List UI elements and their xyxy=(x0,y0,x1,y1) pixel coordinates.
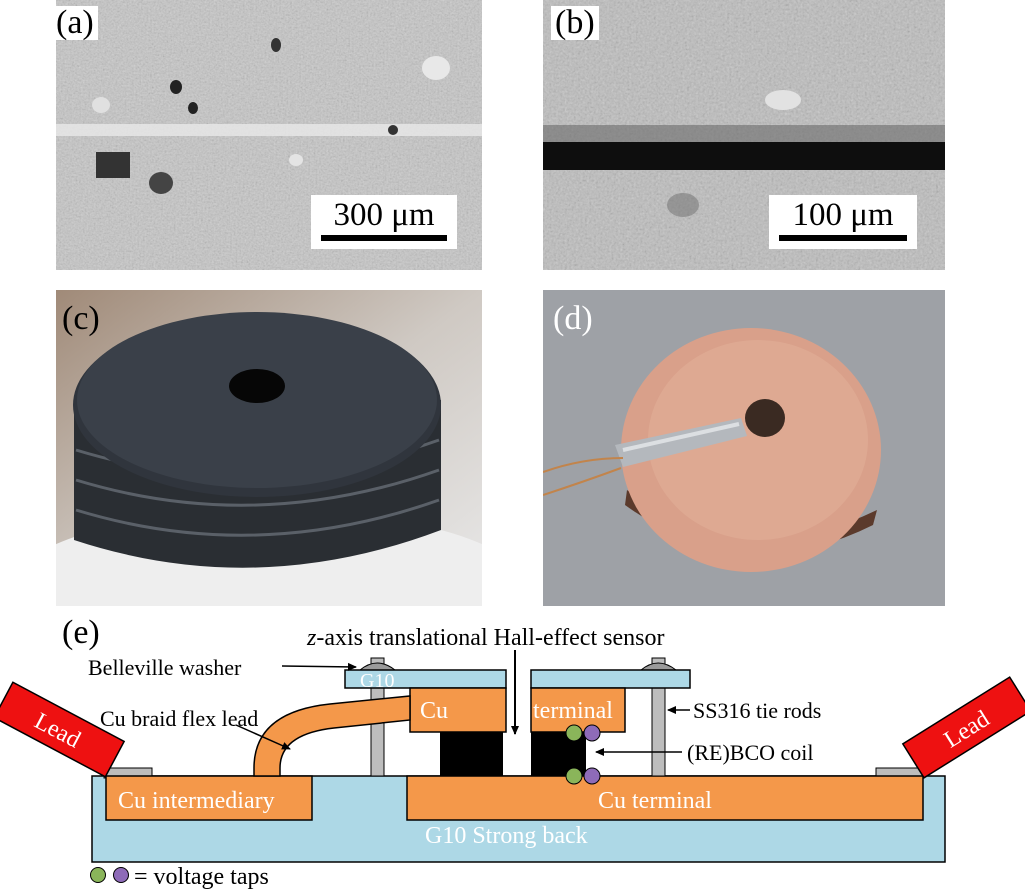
cu-braid-flex-lead xyxy=(253,695,411,777)
panel-label-b: (b) xyxy=(551,6,599,40)
sensor-label-rest: -axis translational Hall-effect sensor xyxy=(316,625,664,651)
disc-stack-photo xyxy=(56,290,482,606)
belleville-label: Belleville washer xyxy=(88,655,242,680)
belleville-arrow xyxy=(281,662,357,671)
cu-terminal-label: Cu terminal xyxy=(598,788,712,814)
legend-tap-green xyxy=(90,867,106,883)
panel-label-c: (c) xyxy=(62,300,100,337)
voltage-tap-purple-top xyxy=(583,724,601,742)
panel-a-micrograph: (a) 300 μm xyxy=(56,0,482,270)
cu-upper-right xyxy=(530,687,626,733)
panel-c-photo: (c) xyxy=(56,290,482,606)
panel-b-micrograph: (b) 100 μm xyxy=(543,0,945,270)
voltage-tap-purple-bottom xyxy=(583,767,601,785)
scale-bar-a: 300 μm xyxy=(311,195,457,249)
sensor-label-italic: z xyxy=(306,625,317,651)
coil-label: (RE)BCO coil xyxy=(687,740,814,765)
voltage-tap-green-top xyxy=(565,724,583,742)
sem-image-a xyxy=(56,0,482,270)
cu-upper-right-label: terminal xyxy=(533,698,613,724)
legend-label: = voltage taps xyxy=(134,864,269,890)
g10-top-label: G10 xyxy=(360,670,394,692)
braid-label: Cu braid flex lead xyxy=(100,706,258,731)
scale-bar-b: 100 μm xyxy=(769,195,917,249)
panel-label-d: (d) xyxy=(553,300,593,337)
cu-intermediary-block xyxy=(105,775,313,821)
scale-bar-line-b xyxy=(779,235,907,241)
legend-tap-purple xyxy=(113,867,129,883)
lead-right: Lead xyxy=(901,676,1025,779)
belleville-washer-right xyxy=(639,662,678,671)
sem-image-b xyxy=(543,0,945,270)
belleville-washer-left xyxy=(358,662,397,671)
scale-bar-line-a xyxy=(321,235,447,241)
tie-rods-label: SS316 tie rods xyxy=(693,698,821,723)
scale-bar-text-b: 100 μm xyxy=(792,197,894,233)
scale-bar-text-a: 300 μm xyxy=(333,197,435,233)
sensor-label: z-axis translational Hall-effect sensor xyxy=(306,625,664,651)
cu-upper-left-label: Cu xyxy=(420,698,448,724)
braid-arrow xyxy=(235,724,291,750)
strong-back-label: G10 Strong back xyxy=(425,823,588,849)
voltage-tap-green-bottom xyxy=(565,767,583,785)
lead-left: Lead xyxy=(0,681,126,778)
cu-terminal-block xyxy=(406,775,924,821)
g10-top-plate-right xyxy=(530,669,691,689)
copper-disc-photo xyxy=(543,290,945,606)
cu-intermediary-label: Cu intermediary xyxy=(118,788,275,814)
panel-label-e: (e) xyxy=(62,614,100,651)
panel-label-a: (a) xyxy=(56,6,98,40)
panel-d-photo: (d) xyxy=(543,290,945,606)
rebco-coil-left xyxy=(440,732,503,776)
